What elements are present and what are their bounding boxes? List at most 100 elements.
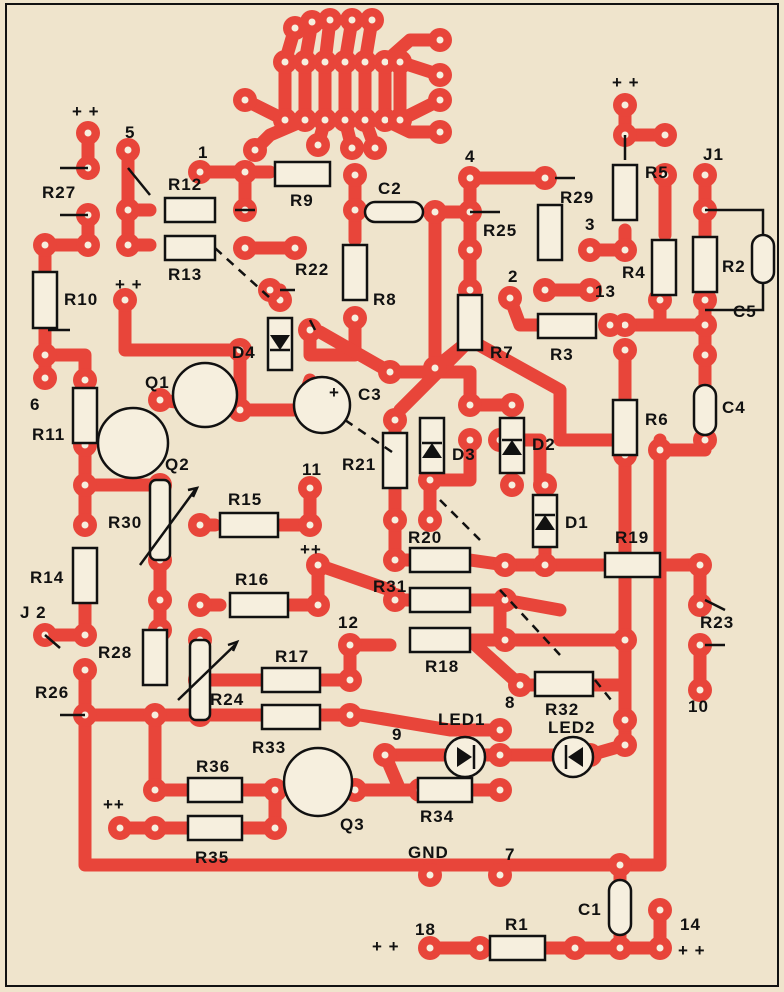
pad-hole <box>616 944 624 952</box>
pad-hole <box>496 726 504 734</box>
resistor-r1 <box>488 934 547 962</box>
pad-hole <box>621 101 629 109</box>
label-r20: R20 <box>408 528 442 547</box>
label-r13: R13 <box>168 265 202 284</box>
pad-hole <box>696 686 704 694</box>
label-r33: R33 <box>252 738 286 757</box>
pad-hole <box>241 244 249 252</box>
pad-hole <box>151 824 159 832</box>
diode-d4 <box>266 316 294 372</box>
pad-hole <box>326 16 334 24</box>
label-node-1: 1 <box>198 143 208 162</box>
pad-hole <box>701 436 709 444</box>
resistor-r29 <box>536 203 564 262</box>
label-r2: R2 <box>722 257 746 276</box>
label-r17: R17 <box>275 647 309 666</box>
pad-hole <box>241 168 249 176</box>
pad-hole <box>701 296 709 304</box>
pad-hole <box>586 286 594 294</box>
resistor-r31 <box>408 586 472 614</box>
pad-hole <box>301 58 309 66</box>
resistor-r28 <box>141 628 169 687</box>
label-r16: R16 <box>235 570 269 589</box>
label-r24: R24 <box>210 690 244 709</box>
pad-hole <box>81 376 89 384</box>
label-q2: Q2 <box>165 455 190 474</box>
pad-hole <box>348 16 356 24</box>
pad-hole <box>41 241 49 249</box>
pad-hole <box>368 16 376 24</box>
pad-hole <box>696 561 704 569</box>
pad-hole <box>516 681 524 689</box>
label-r9: R9 <box>290 191 314 210</box>
pad-hole <box>306 326 314 334</box>
pad-hole <box>124 241 132 249</box>
pad-hole <box>348 144 356 152</box>
pad-hole <box>156 396 164 404</box>
label-r27: R27 <box>42 183 76 202</box>
pad-hole <box>381 116 389 124</box>
label-r12: R12 <box>168 175 202 194</box>
label-led1: LED1 <box>438 710 485 729</box>
resistor-r6 <box>611 398 639 457</box>
pad-hole <box>314 561 322 569</box>
resistor-r12 <box>163 196 217 224</box>
pad-hole <box>236 346 244 354</box>
label-r19: R19 <box>615 528 649 547</box>
label-plus-left-2: + + <box>115 275 143 294</box>
pad-hole <box>508 401 516 409</box>
label-r35: R35 <box>195 848 229 867</box>
pad-hole <box>661 131 669 139</box>
pad-hole <box>496 786 504 794</box>
label-r36: R36 <box>196 757 230 776</box>
pad-hole <box>308 18 316 26</box>
pad-hole <box>41 351 49 359</box>
capacitor-c4 <box>692 383 718 437</box>
label-c5: C5 <box>733 302 757 321</box>
pad-hole <box>426 516 434 524</box>
pad-hole <box>124 206 132 214</box>
pad-hole <box>701 171 709 179</box>
pad-hole <box>586 246 594 254</box>
pad-hole <box>466 174 474 182</box>
label-r6: R6 <box>645 410 669 429</box>
pad-hole <box>501 636 509 644</box>
capacitor-c5 <box>750 233 776 285</box>
pad-hole <box>436 71 444 79</box>
pad-hole <box>436 128 444 136</box>
pad-hole <box>426 944 434 952</box>
pad-hole <box>371 144 379 152</box>
pad-hole <box>571 944 579 952</box>
pad-hole <box>351 786 359 794</box>
led-1 <box>443 735 487 779</box>
pad-hole <box>121 296 129 304</box>
pad-hole <box>381 58 389 66</box>
pad-hole <box>156 596 164 604</box>
label-c2: C2 <box>378 179 402 198</box>
pad-hole <box>496 751 504 759</box>
pad-hole <box>541 174 549 182</box>
pad-hole <box>436 96 444 104</box>
pad-hole <box>396 116 404 124</box>
pad-hole <box>696 641 704 649</box>
label-r18: R18 <box>425 657 459 676</box>
pad-hole <box>396 58 404 66</box>
label-r26: R26 <box>35 683 69 702</box>
component-outlines <box>31 135 776 962</box>
resistor-r16 <box>228 591 290 619</box>
label-node-5: 5 <box>125 123 135 142</box>
pad-hole <box>466 246 474 254</box>
label-node-13: 13 <box>595 282 616 301</box>
label-r22: R22 <box>295 260 329 279</box>
resistor-r18 <box>408 626 472 654</box>
transistor-q3 <box>282 746 354 818</box>
label-c4: C4 <box>722 398 746 417</box>
pad-hole <box>501 596 509 604</box>
pad-hole <box>321 116 329 124</box>
pad-hole <box>701 321 709 329</box>
pad-hole <box>466 401 474 409</box>
board-frame <box>5 3 779 987</box>
label-plus-top-left: + + <box>72 102 100 121</box>
capacitor-c3 <box>292 375 352 435</box>
label-node-2: 2 <box>508 267 518 286</box>
